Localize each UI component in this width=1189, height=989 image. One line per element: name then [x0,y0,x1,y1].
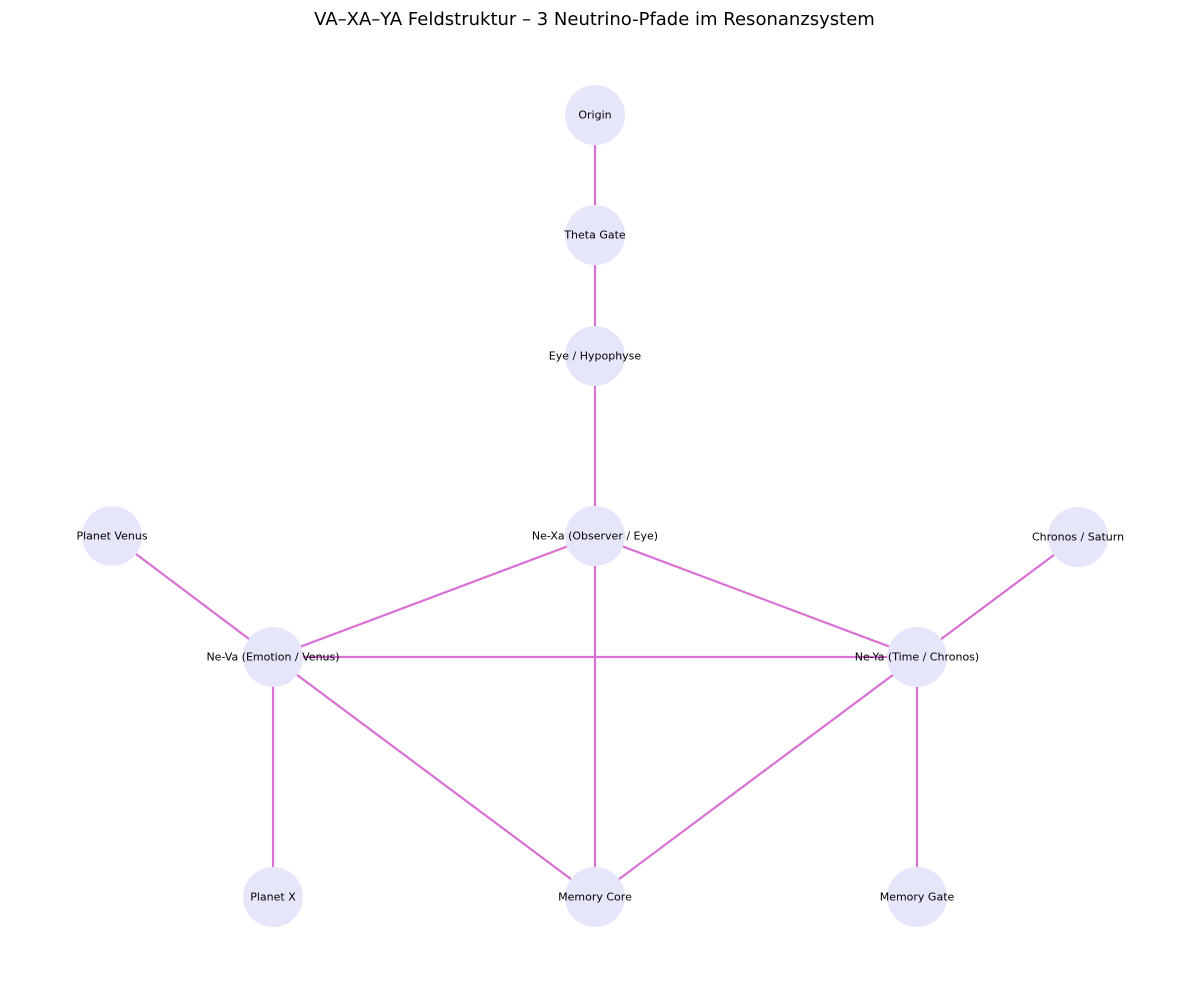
node-label: Planet Venus [76,530,147,543]
node-planet_venus: Planet Venus [76,506,148,566]
edges-layer [111,115,1079,898]
node-circle [887,627,947,687]
edge-ne_ya-memory_core [594,656,918,898]
edge-planet_venus-ne_va [111,535,274,658]
node-circle [565,205,625,265]
node-ne_xa: Ne-Xa (Observer / Eye) [532,506,658,566]
edge-ne_xa-ne_ya [594,534,918,659]
node-circle [1048,507,1108,567]
edge-ne_va-memory_core [272,656,596,898]
node-label: Origin [578,109,611,122]
node-circle [887,867,947,927]
node-circle [565,85,625,145]
node-label: Chronos / Saturn [1032,531,1124,544]
node-label: Theta Gate [563,229,626,242]
node-planet_x: Planet X [243,867,303,927]
node-circle [565,867,625,927]
node-ne_va: Ne-Va (Emotion / Venus) [206,627,340,687]
node-label: Ne-Ya (Time / Chronos) [855,651,979,664]
node-label: Memory Gate [880,891,955,904]
node-theta_gate: Theta Gate [563,205,626,265]
node-circle [243,627,303,687]
node-circle [82,506,142,566]
node-circle [565,506,625,566]
node-circle [243,867,303,927]
node-label: Memory Core [558,891,632,904]
node-eye_hypophyse: Eye / Hypophyse [549,326,642,386]
diagram-title: VA–XA–YA Feldstruktur – 3 Neutrino-Pfade… [314,9,875,30]
node-memory_gate: Memory Gate [880,867,955,927]
node-memory_core: Memory Core [558,867,632,927]
node-label: Ne-Xa (Observer / Eye) [532,530,658,543]
node-label: Planet X [250,891,296,904]
edge-chronos_saturn-ne_ya [916,536,1079,658]
node-ne_ya: Ne-Ya (Time / Chronos) [855,627,979,687]
node-label: Eye / Hypophyse [549,350,642,363]
node-chronos_saturn: Chronos / Saturn [1032,507,1124,567]
node-label: Ne-Va (Emotion / Venus) [206,651,339,664]
edge-ne_xa-ne_va [272,534,596,659]
node-circle [565,326,625,386]
node-origin: Origin [565,85,625,145]
